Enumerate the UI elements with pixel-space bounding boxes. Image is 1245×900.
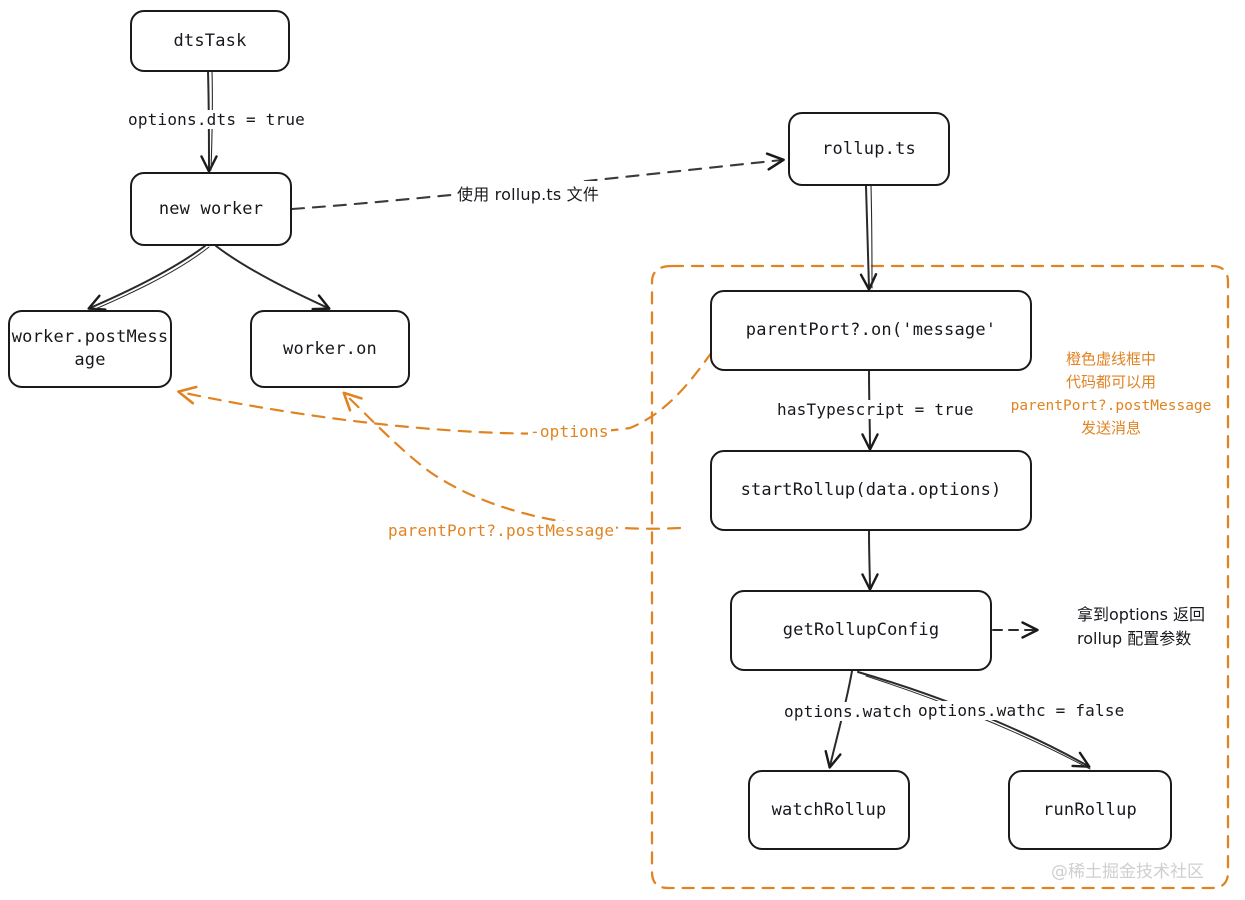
edge-orange-postmessage	[342, 391, 682, 530]
edge-startrollup-to-getrollupconfig	[861, 530, 879, 591]
note-orange-box: 橙色虚线框中 代码都可以用 parentPort?.postMessage 发送…	[1000, 348, 1222, 440]
edge-label-options-watch: options.watch	[782, 702, 914, 721]
node-get-rollup-config[interactable]: getRollupConfig	[730, 590, 992, 671]
node-run-rollup-label: runRollup	[1043, 799, 1137, 820]
node-worker-postmessage[interactable]: worker.postMess age	[8, 310, 172, 388]
edge-rollupts-to-parentport	[859, 185, 878, 291]
node-start-rollup[interactable]: startRollup(data.options)	[710, 450, 1032, 531]
node-parentport-on-message-label: parentPort?.on('message'	[745, 320, 997, 341]
edge-label-options-wathc-false: options.wathc = false	[916, 701, 1127, 720]
edge-label-use-rollup-file: 使用 rollup.ts 文件	[455, 181, 602, 205]
note-get-rollup-config-line2: rollup 配置参数	[1077, 629, 1192, 648]
note-get-rollup-config-line1: 拿到options 返回	[1077, 605, 1206, 624]
edge-label-options-dts-true: options.dts = true	[126, 110, 307, 129]
note-orange-box-line1: 橙色虚线框中	[1065, 350, 1156, 368]
note-orange-box-line3: parentPort?.postMessage	[1010, 397, 1212, 414]
node-watch-rollup[interactable]: watchRollup	[748, 770, 910, 850]
node-get-rollup-config-label: getRollupConfig	[782, 620, 940, 641]
node-run-rollup[interactable]: runRollup	[1008, 770, 1172, 850]
orange-dashed-region	[650, 264, 1230, 890]
node-worker-on[interactable]: worker.on	[250, 310, 410, 388]
orange-label-parentport-postmessage: parentPort?.postMessage	[386, 521, 617, 540]
node-dtstask[interactable]: dtsTask	[130, 10, 290, 72]
note-orange-box-line2: 代码都可以用	[1065, 373, 1156, 392]
node-worker-on-label: worker.on	[283, 338, 377, 359]
note-get-rollup-config: 拿到options 返回 rollup 配置参数	[1077, 603, 1205, 651]
node-rollup-ts-label: rollup.ts	[822, 138, 916, 159]
orange-label-options: -options	[528, 422, 611, 441]
node-dtstask-label: dtsTask	[173, 30, 247, 51]
node-start-rollup-label: startRollup(data.options)	[740, 480, 1002, 501]
node-watch-rollup-label: watchRollup	[771, 799, 887, 820]
node-rollup-ts[interactable]: rollup.ts	[788, 112, 950, 186]
edge-getrollupconfig-to-watchrollup	[824, 670, 853, 769]
node-new-worker-label: new worker	[158, 198, 264, 219]
edge-label-has-typescript: hasTypescript = true	[775, 400, 976, 419]
note-orange-box-line4: 发送消息	[1080, 418, 1141, 437]
node-worker-postmessage-label: worker.postMess age	[11, 327, 169, 370]
edge-newworker-to-workerpost	[87, 245, 210, 311]
watermark: @稀土掘金技术社区	[1051, 862, 1204, 882]
node-parentport-on-message[interactable]: parentPort?.on('message'	[710, 290, 1032, 371]
node-new-worker[interactable]: new worker	[130, 172, 292, 246]
edge-newworker-to-workeron	[215, 245, 331, 311]
